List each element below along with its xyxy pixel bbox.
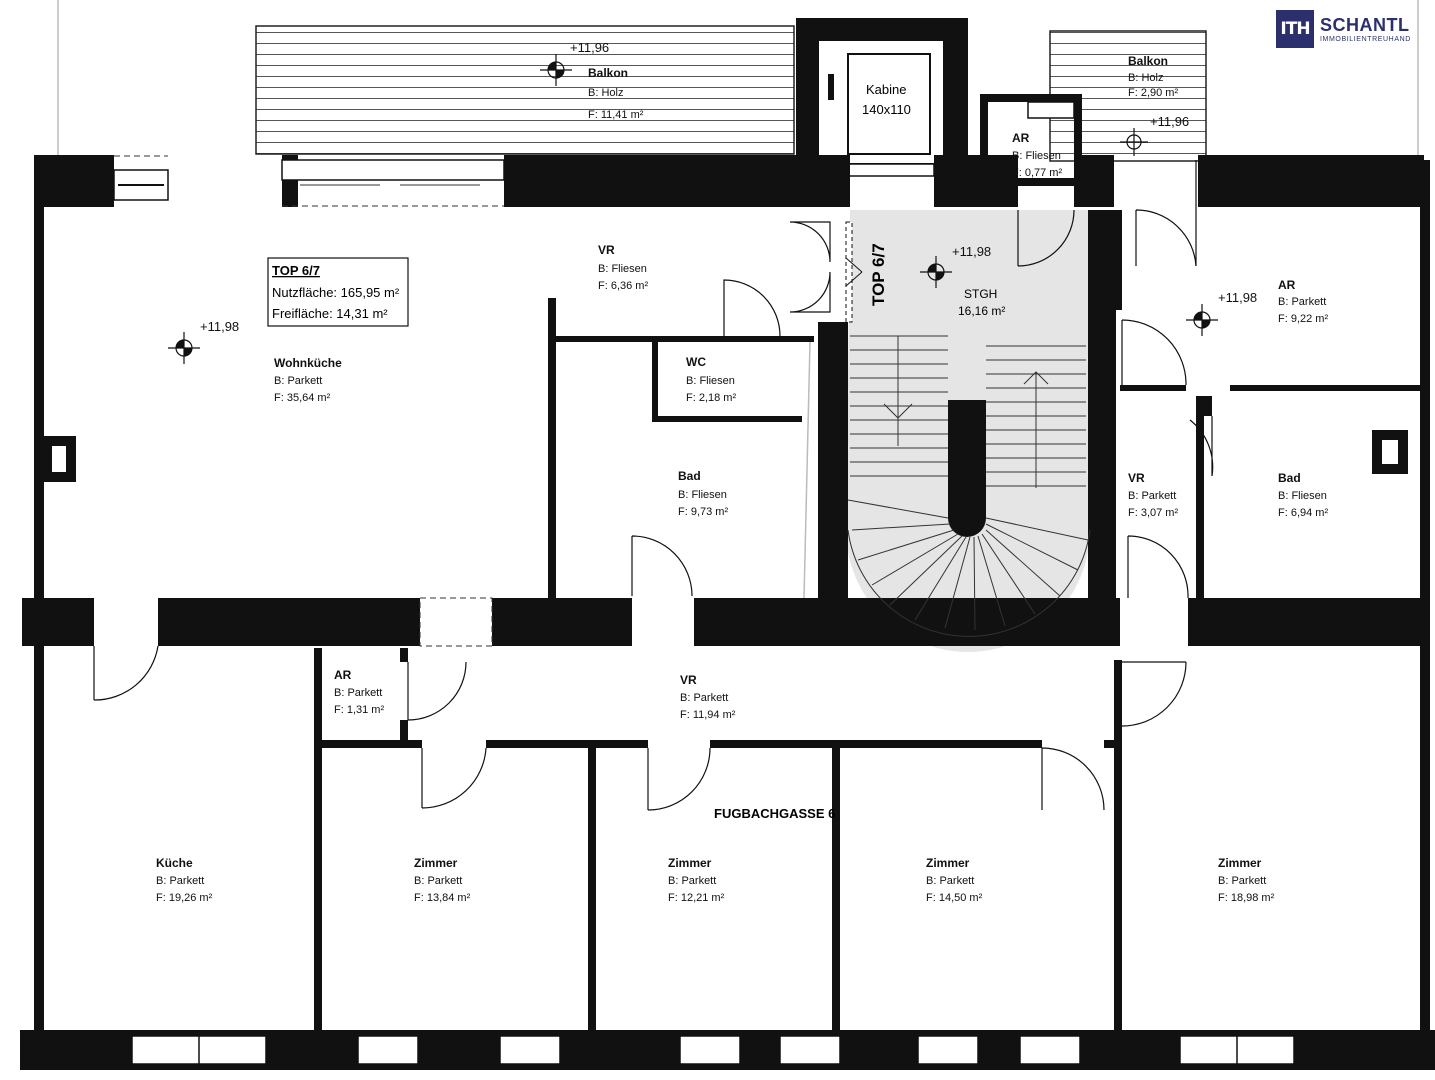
svg-text:F: 6,94 m²: F: 6,94 m² — [1278, 507, 1328, 519]
elevation-balcony-left: +11,96 — [570, 40, 609, 55]
svg-text:Bad: Bad — [678, 469, 701, 483]
room-label-stgh: STGH 16,16 m² — [958, 287, 1005, 318]
logo-mark: ITH — [1276, 10, 1314, 48]
bottom-windows — [131, 1035, 1295, 1065]
svg-text:B: Fliesen: B: Fliesen — [686, 375, 735, 387]
svg-text:B: Parkett: B: Parkett — [1278, 296, 1326, 308]
logo-tagline: IMMOBILIENTREUHAND — [1320, 35, 1411, 43]
svg-text:AR: AR — [1278, 278, 1296, 292]
elevation-ar-right: +11,98 — [1218, 290, 1257, 305]
svg-text:VR: VR — [598, 243, 615, 257]
room-label-vr-top: VR B: Fliesen F: 6,36 m² — [598, 243, 648, 292]
svg-text:Küche: Küche — [156, 856, 193, 870]
unit-freiflaeche: Freifläche: 14,31 m² — [272, 306, 388, 321]
svg-text:B: Parkett: B: Parkett — [680, 692, 728, 704]
svg-text:F: 3,07 m²: F: 3,07 m² — [1128, 507, 1178, 519]
svg-text:F: 11,41 m²: F: 11,41 m² — [588, 109, 644, 121]
room-label-wc: WC B: Fliesen F: 2,18 m² — [686, 355, 736, 404]
svg-text:Zimmer: Zimmer — [414, 856, 458, 870]
svg-text:Zimmer: Zimmer — [926, 856, 970, 870]
svg-text:Wohnküche: Wohnküche — [274, 356, 342, 370]
svg-text:B: Parkett: B: Parkett — [1128, 490, 1176, 502]
svg-text:F: 11,94 m²: F: 11,94 m² — [680, 709, 736, 721]
elevation-balcony-right: +11,96 — [1150, 114, 1189, 129]
room-label-balkon-left: Balkon B: Holz F: 11,41 m² — [588, 66, 644, 121]
svg-text:AR: AR — [1012, 131, 1030, 145]
room-label-bad-right: Bad B: Fliesen F: 6,94 m² — [1278, 471, 1328, 519]
svg-text:STGH: STGH — [964, 287, 997, 301]
svg-text:WC: WC — [686, 355, 706, 369]
logo-name: SCHANTL — [1320, 14, 1410, 35]
room-label-balkon-right: Balkon B: Holz F: 2,90 m² — [1128, 54, 1178, 99]
svg-text:140x110: 140x110 — [862, 102, 911, 117]
svg-text:AR: AR — [334, 668, 352, 682]
svg-text:B: Parkett: B: Parkett — [926, 875, 974, 887]
svg-text:VR: VR — [1128, 471, 1145, 485]
svg-text:F: 6,36 m²: F: 6,36 m² — [598, 280, 648, 292]
svg-text:Zimmer: Zimmer — [668, 856, 712, 870]
svg-text:16,16 m²: 16,16 m² — [958, 304, 1005, 318]
svg-text:B: Holz: B: Holz — [588, 87, 623, 99]
svg-text:B: Parkett: B: Parkett — [668, 875, 716, 887]
svg-text:Kabine: Kabine — [866, 82, 906, 97]
svg-text:B: Fliesen: B: Fliesen — [1278, 490, 1327, 502]
elevation-living: +11,98 — [200, 319, 239, 334]
room-label-wohnkueche: Wohnküche B: Parkett F: 35,64 m² — [274, 356, 342, 404]
stair-unit-label: TOP 6/7 — [869, 243, 888, 306]
svg-text:F: 1,31 m²: F: 1,31 m² — [334, 704, 384, 716]
svg-text:B: Parkett: B: Parkett — [334, 687, 382, 699]
room-label-ar-top: AR B: Fliesen F: 0,77 m² — [1012, 131, 1062, 179]
company-logo: ITH SCHANTL IMMOBILIENTREUHAND — [1276, 10, 1411, 48]
svg-text:F: 2,90 m²: F: 2,90 m² — [1128, 87, 1178, 99]
room-label-zimmer-3: Zimmer B: Parkett F: 14,50 m² — [926, 856, 983, 904]
room-label-zimmer-4: Zimmer B: Parkett F: 18,98 m² — [1218, 856, 1275, 904]
svg-text:F: 18,98 m²: F: 18,98 m² — [1218, 892, 1275, 904]
svg-text:B: Parkett: B: Parkett — [1218, 875, 1266, 887]
door-swings — [93, 160, 1214, 811]
room-label-ar-small: AR B: Parkett F: 1,31 m² — [334, 668, 384, 716]
svg-text:Balkon: Balkon — [588, 66, 628, 80]
room-label-zimmer-1: Zimmer B: Parkett F: 13,84 m² — [414, 856, 471, 904]
staircase — [847, 335, 1091, 637]
interior-walls — [22, 210, 1420, 1032]
balcony-left-deck — [255, 25, 795, 155]
svg-text:B: Fliesen: B: Fliesen — [678, 489, 727, 501]
svg-text:B: Holz: B: Holz — [1128, 72, 1163, 84]
svg-text:F: 9,22 m²: F: 9,22 m² — [1278, 313, 1328, 325]
svg-text:B: Fliesen: B: Fliesen — [1012, 150, 1061, 162]
svg-text:F: 14,50 m²: F: 14,50 m² — [926, 892, 983, 904]
street-label: FUGBACHGASSE 6 — [714, 806, 835, 821]
room-label-vr-right: VR B: Parkett F: 3,07 m² — [1128, 471, 1178, 519]
room-label-kueche: Küche B: Parkett F: 19,26 m² — [156, 856, 213, 904]
room-label-zimmer-2: Zimmer B: Parkett F: 12,21 m² — [668, 856, 725, 904]
room-label-vr-main: VR B: Parkett F: 11,94 m² — [680, 673, 736, 721]
svg-text:F: 9,73 m²: F: 9,73 m² — [678, 506, 728, 518]
elevation-stair: +11,98 — [952, 244, 991, 259]
svg-text:B: Parkett: B: Parkett — [274, 375, 322, 387]
svg-text:F: 19,26 m²: F: 19,26 m² — [156, 892, 213, 904]
svg-text:Zimmer: Zimmer — [1218, 856, 1262, 870]
svg-text:F: 13,84 m²: F: 13,84 m² — [414, 892, 471, 904]
svg-text:B: Fliesen: B: Fliesen — [598, 263, 647, 275]
svg-text:B: Parkett: B: Parkett — [414, 875, 462, 887]
room-label-kabine: Kabine 140x110 — [862, 82, 911, 117]
svg-text:F: 2,18 m²: F: 2,18 m² — [686, 392, 736, 404]
svg-text:Bad: Bad — [1278, 471, 1301, 485]
svg-text:F: 35,64 m²: F: 35,64 m² — [274, 392, 331, 404]
room-label-bad-left: Bad B: Fliesen F: 9,73 m² — [678, 469, 728, 518]
unit-title: TOP 6/7 — [272, 263, 320, 278]
svg-text:F: 0,77 m²: F: 0,77 m² — [1012, 167, 1062, 179]
svg-text:F: 12,21 m²: F: 12,21 m² — [668, 892, 725, 904]
unit-nutzflaeche: Nutzfläche: 165,95 m² — [272, 285, 400, 300]
room-label-ar-right: AR B: Parkett F: 9,22 m² — [1278, 278, 1328, 325]
svg-text:B: Parkett: B: Parkett — [156, 875, 204, 887]
svg-text:VR: VR — [680, 673, 697, 687]
svg-text:Balkon: Balkon — [1128, 54, 1168, 68]
